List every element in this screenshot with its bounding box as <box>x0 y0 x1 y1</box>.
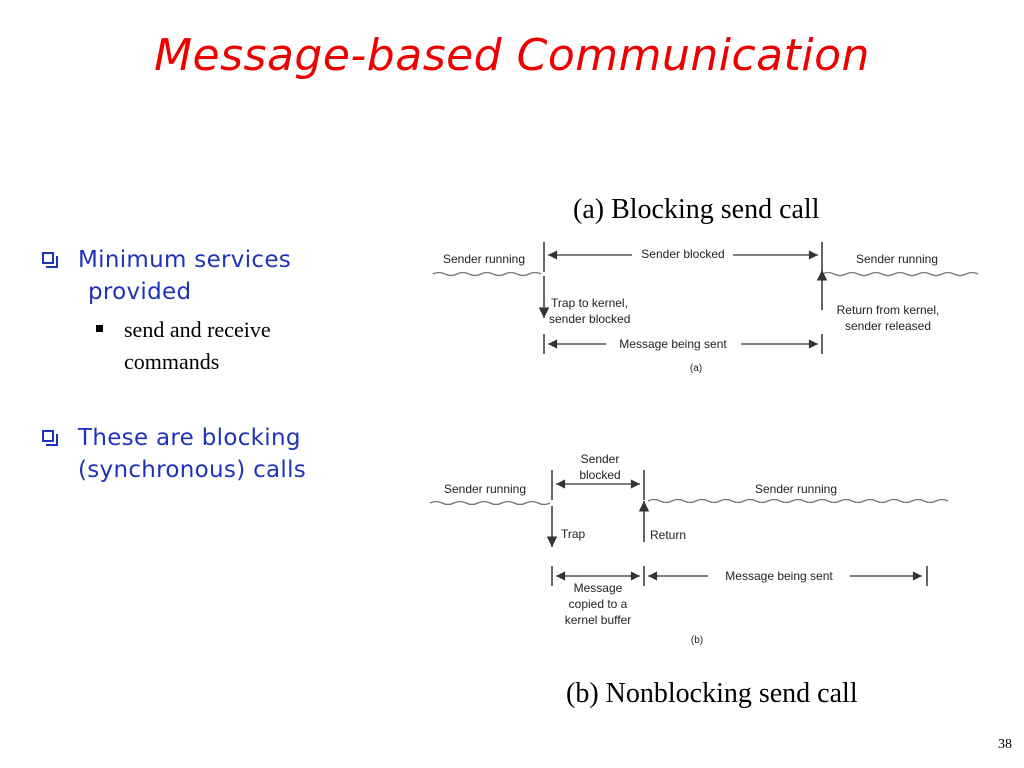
label-return-from-kernel: Return from kernel, <box>837 303 940 317</box>
label-sender-running-right: Sender running <box>856 252 938 266</box>
bullet-text-line: (synchronous) calls <box>78 457 307 483</box>
sub-bullet-text-line: commands <box>124 349 220 374</box>
sub-bullet-text-line: send and receive <box>124 317 271 342</box>
slide-title: Message-based Communication <box>154 30 870 81</box>
label-trap: Trap <box>561 527 586 541</box>
label-message-being-sent: Message being sent <box>619 337 727 351</box>
caption-blocking-send: (a) Blocking send call <box>573 194 820 225</box>
timeline-wave-right <box>821 271 979 277</box>
bullet-minimum-services: Minimum services provided <box>40 244 370 308</box>
label-message: Message <box>574 581 623 595</box>
timeline-wave-left <box>432 271 542 277</box>
sub-bullet-send-receive: send and receive commands <box>96 314 370 378</box>
label-kernel-buffer: kernel buffer <box>565 613 632 627</box>
label-trap-to-kernel: Trap to kernel, <box>551 296 628 310</box>
timeline-wave-right <box>647 498 949 504</box>
page-number: 38 <box>998 737 1012 752</box>
panel-label-a: (a) <box>690 363 702 374</box>
label-sender-blocked-small: sender blocked <box>549 312 630 326</box>
square-bullet-icon <box>96 325 103 332</box>
label-blocked: blocked <box>579 468 620 482</box>
diagram-b: Sender blocked Sender running Sender run… <box>429 452 949 646</box>
caption-nonblocking-send: (b) Nonblocking send call <box>566 678 858 709</box>
label-sender-running-left: Sender running <box>443 252 525 266</box>
label-sender-running-left: Sender running <box>444 482 526 496</box>
checkbox-bullet-icon <box>42 430 58 446</box>
timeline-wave-left <box>429 500 551 506</box>
bullet-text-line: provided <box>88 279 192 305</box>
bullet-blocking-calls: These are blocking (synchronous) calls <box>40 422 370 486</box>
bullet-text-line: These are blocking <box>78 425 301 451</box>
bullet-text-line: Minimum services <box>78 247 292 273</box>
diagram-a: Sender running Sender blocked Sender run… <box>432 242 979 374</box>
label-copied-to-a: copied to a <box>569 597 628 611</box>
bullet-list: Minimum services provided send and recei… <box>40 244 370 486</box>
label-message-being-sent: Message being sent <box>725 569 833 583</box>
label-sender: Sender <box>581 452 620 466</box>
label-sender-blocked: Sender blocked <box>641 247 724 261</box>
label-sender-running-right: Sender running <box>755 482 837 496</box>
panel-label-b: (b) <box>691 635 703 646</box>
label-return: Return <box>650 528 686 542</box>
checkbox-bullet-icon <box>42 252 58 268</box>
label-sender-released: sender released <box>845 319 931 333</box>
